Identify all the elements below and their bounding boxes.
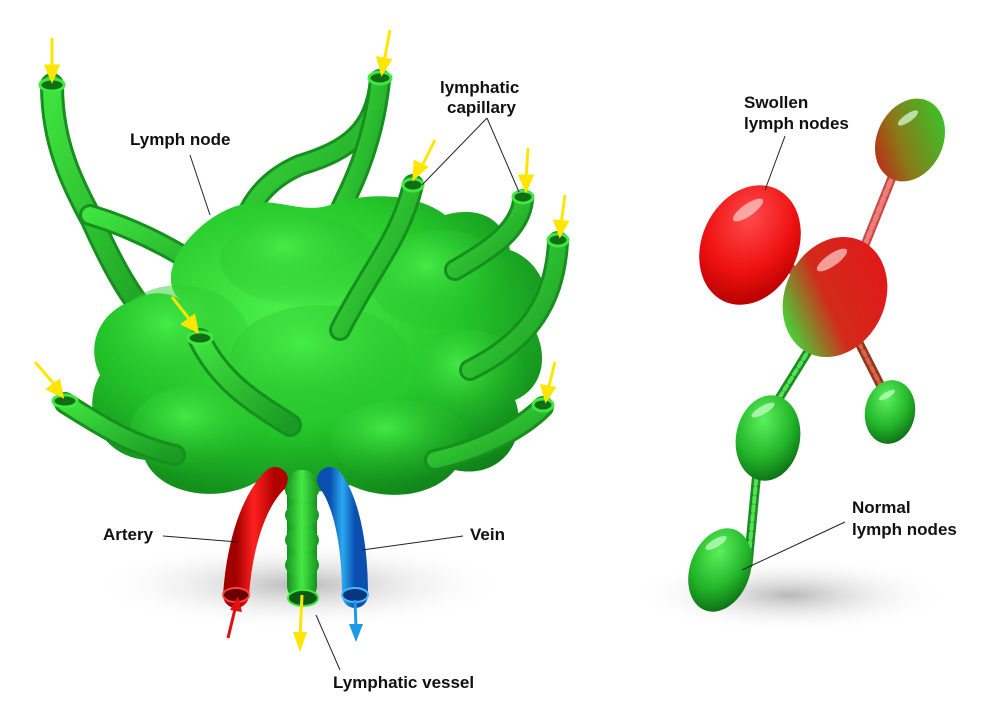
label-vein: Vein — [470, 525, 505, 544]
lump — [220, 215, 380, 305]
labels: Lymph node lymphatic capillary Artery Ve… — [103, 78, 957, 692]
right-ground-shadow — [630, 557, 950, 633]
highlight — [705, 536, 727, 550]
highlight — [732, 198, 764, 222]
leader-capillary-2 — [486, 117, 520, 193]
capillary-openings — [38, 70, 570, 413]
leader-vein — [361, 535, 464, 551]
inflow-arrows — [33, 29, 570, 404]
highlight — [816, 248, 848, 272]
highlight — [879, 389, 895, 401]
arrow-down-icon — [170, 296, 200, 334]
normal-node — [864, 380, 916, 444]
swollen-node — [699, 185, 801, 305]
normal-node — [688, 528, 752, 612]
leader-lymphatic-vessel — [315, 614, 341, 671]
lump — [230, 305, 410, 415]
leader-artery — [162, 535, 239, 543]
label-swollen-2: lymph nodes — [744, 114, 849, 133]
capillaries-front — [54, 174, 569, 471]
arrow-up-icon — [230, 596, 242, 612]
artery — [223, 467, 288, 608]
lymphatic-vessel — [285, 470, 319, 607]
lump — [330, 400, 470, 480]
vein-out-arrow — [349, 599, 363, 642]
arrow-down-icon — [293, 632, 307, 652]
arrow-down-icon — [539, 361, 557, 404]
arrow-down-icon — [517, 147, 535, 194]
artery-in-arrow — [226, 596, 242, 639]
swollen-node-top — [875, 98, 945, 182]
vein — [317, 467, 368, 608]
label-lymphatic-vessel: Lymphatic vessel — [333, 673, 474, 692]
vein-opening — [341, 587, 369, 603]
label-swollen-1: Swollen — [744, 93, 808, 112]
leader-normal — [741, 521, 846, 571]
lymph-node-illustration — [33, 29, 570, 652]
label-lymphatic-capillary-1: lymphatic — [440, 78, 519, 97]
arrow-down-icon — [412, 139, 437, 182]
label-artery: Artery — [103, 525, 154, 544]
highlight — [897, 110, 919, 126]
normal-node — [735, 395, 801, 481]
leader-swollen — [764, 135, 786, 191]
leader-lymph-node — [189, 154, 211, 216]
arrow-down-icon — [33, 361, 65, 399]
swollen-node-main — [782, 236, 888, 358]
label-normal-1: Normal — [852, 498, 911, 517]
label-normal-2: lymph nodes — [852, 520, 957, 539]
label-lymphatic-capillary-2: capillary — [447, 98, 517, 117]
arrow-down-icon — [43, 38, 61, 84]
label-lymph-node: Lymph node — [130, 130, 230, 149]
outflow-lymph-arrow — [293, 594, 307, 652]
arrow-down-icon — [349, 624, 363, 642]
arrow-down-icon — [552, 194, 570, 239]
leader-capillary-1 — [421, 117, 488, 186]
highlight — [751, 402, 775, 418]
lymph-node-chain — [688, 98, 945, 612]
arrow-down-icon — [375, 29, 393, 77]
